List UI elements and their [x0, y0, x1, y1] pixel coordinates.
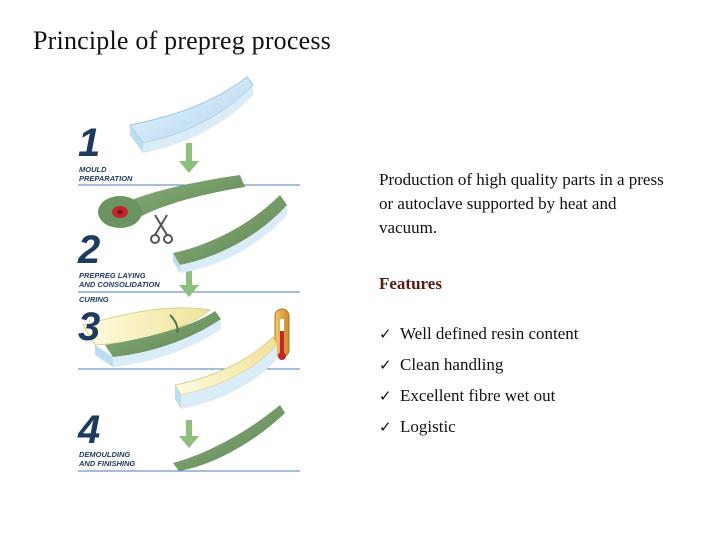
curing-illustration [82, 307, 221, 367]
feature-text: Clean handling [400, 354, 504, 374]
feature-item: ✓ Excellent fibre wet out [379, 380, 578, 411]
checkmark-icon: ✓ [379, 324, 392, 343]
feature-item: ✓ Clean handling [379, 349, 578, 380]
feature-text: Logistic [400, 416, 456, 436]
step-number: 2 [78, 228, 101, 272]
page-title: Principle of prepreg process [33, 26, 331, 55]
features-list: ✓ Well defined resin content ✓ Clean han… [379, 318, 578, 442]
step-number: 1 [78, 121, 101, 165]
features-heading: Features [379, 274, 442, 293]
step-number: 4 [78, 408, 101, 452]
arrow-down-icon [179, 420, 199, 448]
step-label: DEMOULDING AND FINISHING [79, 450, 136, 468]
thermometer-icon [274, 308, 290, 360]
mould-illustration [129, 76, 254, 153]
step-label: PREPREG LAYING AND CONSOLIDATION [79, 271, 160, 289]
feature-item: ✓ Well defined resin content [379, 318, 578, 349]
demoulded-part-illustration [174, 336, 278, 409]
process-description: Production of high quality parts in a pr… [379, 170, 664, 237]
feature-text: Well defined resin content [400, 323, 579, 343]
checkmark-icon: ✓ [379, 386, 392, 405]
arrow-down-icon [179, 271, 199, 297]
feature-text: Excellent fibre wet out [400, 385, 556, 405]
laid-prepreg-illustration [173, 195, 287, 273]
process-illustration [78, 76, 300, 472]
step-label: MOULD PREPARATION [79, 165, 133, 183]
scissors-icon [150, 214, 173, 244]
finished-part-illustration [173, 405, 285, 471]
feature-item: ✓ Logistic [379, 411, 578, 442]
step-number: 3 [78, 305, 101, 349]
arrow-down-icon [179, 143, 199, 173]
checkmark-icon: ✓ [379, 417, 392, 436]
prepreg-roll-illustration [98, 175, 245, 228]
checkmark-icon: ✓ [379, 355, 392, 374]
prepreg-process-diagram: 1 MOULD PREPARATION 2 PREPREG LAYING AND… [75, 75, 315, 475]
step-label: CURING [79, 295, 109, 304]
